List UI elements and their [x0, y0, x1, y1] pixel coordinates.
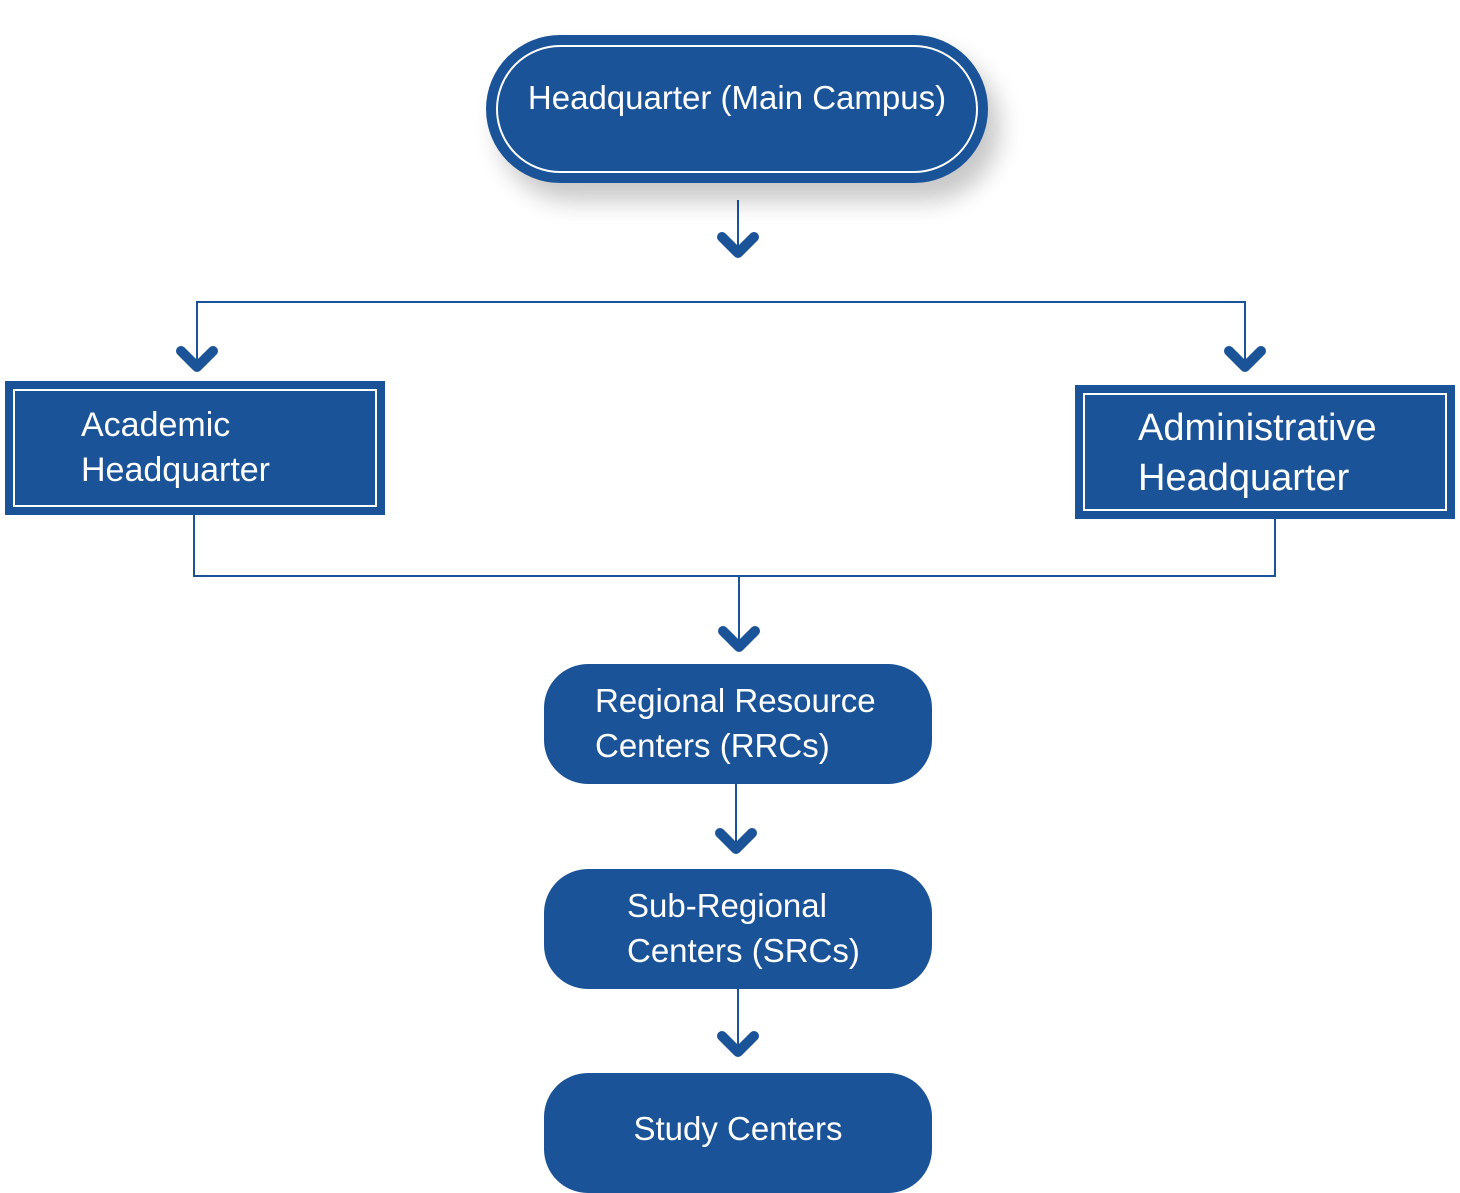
node-label: Study Centers: [633, 1110, 843, 1147]
connector-merge-bottom: [193, 515, 1276, 577]
node-regional-resource-centers: Regional Resource Centers (RRCs): [544, 664, 932, 784]
node-label-line2: Headquarter: [1138, 457, 1350, 499]
node-headquarter-main-campus: Headquarter (Main Campus): [486, 35, 988, 183]
chevron-down-icon: [717, 1031, 759, 1057]
node-label-line1: Administrative: [1138, 407, 1377, 449]
chevron-down-icon: [715, 828, 757, 854]
node-label-line2: Centers (RRCs): [595, 727, 830, 764]
chevron-down-icon: [1224, 346, 1266, 372]
chevron-down-icon: [176, 346, 218, 372]
node-sub-regional-centers: Sub-Regional Centers (SRCs): [544, 869, 932, 989]
node-inner-border: [496, 45, 978, 173]
chevron-down-icon: [718, 626, 760, 652]
node-inner-border: [13, 389, 377, 507]
chevron-down-icon: [717, 232, 759, 258]
node-label-line1: Sub-Regional: [627, 887, 827, 924]
node-label: Headquarter (Main Campus): [527, 79, 947, 116]
node-label-line2: Centers (SRCs): [627, 932, 860, 969]
node-label-line1: Regional Resource: [595, 682, 876, 719]
node-label-line1: Academic: [81, 406, 231, 444]
node-label-line2: Headquarter: [81, 451, 271, 489]
node-administrative-headquarter: Administrative Headquarter: [1075, 385, 1455, 519]
node-inner-border: [1083, 393, 1447, 511]
node-study-centers: Study Centers: [544, 1073, 932, 1193]
node-academic-headquarter: Academic Headquarter: [5, 381, 385, 515]
connector-branch-top: [196, 301, 1246, 365]
